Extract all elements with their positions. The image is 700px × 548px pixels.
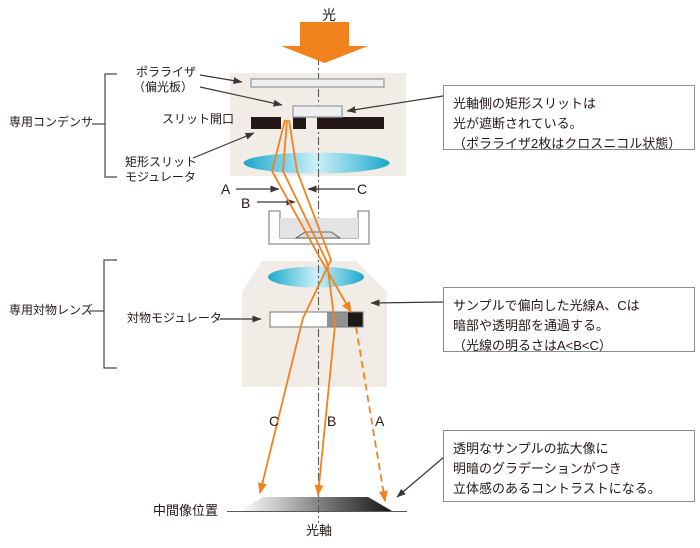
callout2-leader-arrow xyxy=(370,299,444,307)
objective-modulator-plate xyxy=(269,311,364,328)
objective-lens xyxy=(268,266,364,288)
condenser-lens xyxy=(243,152,390,174)
slit-aperture-plate xyxy=(251,117,384,129)
modulator-clear-zone xyxy=(270,312,327,327)
callout-line: 光軸側の矩形スリットは xyxy=(453,96,597,111)
slit-bar-right xyxy=(317,117,384,129)
callout-contrast-result: 透明なサンプルの拡大像に 明暗のグラデーションがつき 立体感のあるコントラストに… xyxy=(443,430,695,502)
polarizer-label: ポラライザ xyxy=(136,65,197,79)
modulator-gray-zone xyxy=(327,312,348,327)
ray-b xyxy=(282,119,336,496)
objective-bracket-label: 専用対物レンズ xyxy=(9,303,93,317)
slit-bar-left xyxy=(251,117,281,129)
slit-bar-center xyxy=(293,117,306,129)
ray-a-bottom-label: A xyxy=(375,413,385,429)
condenser-bracket-line xyxy=(104,73,117,178)
leader-arrows xyxy=(192,74,445,498)
polarizer-plate xyxy=(250,78,385,88)
modulator-outline xyxy=(269,311,364,328)
callout-line: 光が遮断されている。 xyxy=(453,116,583,132)
callout-line: 暗部や透明部を通過する。 xyxy=(453,318,610,334)
ray-c xyxy=(258,119,332,494)
callout-line: （ポラライザ2枚はクロスニコル状態） xyxy=(453,136,682,152)
callout-deflected-rays: サンプルで偏向した光線A、Cは 暗部や透明部を通過する。 （光線の明るさはA<B… xyxy=(443,287,695,353)
callout-line: 透明なサンプルの拡大像に xyxy=(453,441,609,456)
slit-aperture-label: スリット開口 xyxy=(162,112,235,126)
intermediate-image-label: 中間像位置 xyxy=(153,503,219,518)
ray-a-dashed xyxy=(355,326,388,502)
modulator-dark-zone xyxy=(348,312,363,327)
ray-a-top-label: A xyxy=(221,181,231,197)
slit-polarizer-leader-arrow xyxy=(199,86,283,107)
callout-slit-blocked: 光軸側の矩形スリットは 光が遮断されている。 （ポラライザ2枚はクロスニコル状態… xyxy=(443,85,695,151)
condenser-bracket-label: 専用コンデンサ xyxy=(9,115,94,129)
callout-line: （光線の明るさはA<B<C） xyxy=(453,338,612,354)
light-rays xyxy=(258,119,388,502)
polarizer-leader-arrow xyxy=(199,74,243,85)
ray-b-bottom-label: B xyxy=(327,413,337,429)
callout-line: 立体感のあるコントラストになる。 xyxy=(453,481,661,497)
callout-line: 明暗のグラデーションがつき xyxy=(453,461,622,477)
light-label: 光 xyxy=(322,7,336,23)
rect-slit-leader-arrow xyxy=(192,132,255,159)
polarizer-sub-label: （偏光板） xyxy=(133,80,194,94)
callout3-leader-arrow xyxy=(396,456,445,498)
optical-axis-label: 光軸 xyxy=(306,523,333,538)
rect-slit-modulator-label-2: モジュレータ xyxy=(125,170,196,184)
objective-modulator-label: 対物モジュレータ xyxy=(127,311,222,325)
callout-line: サンプルで偏向した光線A、Cは xyxy=(453,298,640,313)
ray-c-top-label: C xyxy=(357,181,368,197)
slit-side-polarizer xyxy=(292,105,343,118)
light-direction-arrow-icon xyxy=(281,22,368,63)
ray-c-bottom-label: C xyxy=(269,413,280,429)
rect-slit-modulator-label-1: 矩形スリット xyxy=(125,155,198,169)
objective-bracket-line xyxy=(103,259,117,369)
callout1-leader-arrow xyxy=(346,95,444,114)
ray-a xyxy=(271,119,352,313)
ray-b-top-label: B xyxy=(241,195,251,211)
intermediate-image-gradient xyxy=(240,497,392,511)
